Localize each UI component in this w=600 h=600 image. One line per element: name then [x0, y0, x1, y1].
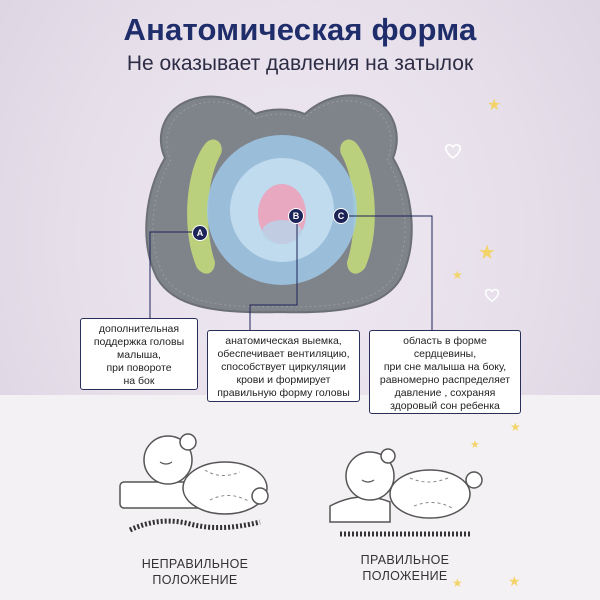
caption-wrong: НЕПРАВИЛЬНОЕ ПОЛОЖЕНИЕ [141, 557, 249, 587]
callout-left: дополнительная поддержка головы малыша, … [80, 318, 198, 390]
star-icon: ★ [510, 420, 521, 434]
heart-icon [444, 144, 462, 160]
wrong-position-illustration [119, 433, 269, 533]
heart-icon [484, 288, 500, 303]
page-title: Анатомическая форма [123, 12, 477, 47]
page-subtitle: Не оказывает давления на затылок [126, 52, 474, 75]
spine-curved [128, 518, 261, 533]
star-icon: ★ [470, 439, 480, 451]
star-icon: ★ [478, 242, 496, 264]
pillow-stitching [152, 100, 406, 308]
star-icon: ★ [452, 268, 463, 282]
callout-center: анатомическая выемка, обеспечивает венти… [207, 330, 360, 402]
baby-body [182, 461, 268, 515]
star-icon: ★ [487, 97, 502, 114]
marker-b: B [288, 208, 304, 224]
baby-head [345, 451, 395, 501]
lower-background [0, 395, 600, 600]
zone-c-area [340, 139, 375, 274]
baby-head [143, 435, 193, 485]
star-icon: ★ [452, 576, 463, 590]
right-position-illustration [329, 448, 483, 537]
caption-right: ПРАВИЛЬНОЕ ПОЛОЖЕНИЕ [360, 553, 450, 583]
star-icon: ★ [508, 573, 521, 589]
baby-body [389, 469, 471, 519]
marker-a: A [192, 225, 208, 241]
callout-right: область в форме сердцевины, при сне малы… [369, 330, 521, 414]
anatomical-pillow [329, 496, 391, 523]
marker-c: C [333, 208, 349, 224]
pillow-illustration [145, 94, 413, 314]
